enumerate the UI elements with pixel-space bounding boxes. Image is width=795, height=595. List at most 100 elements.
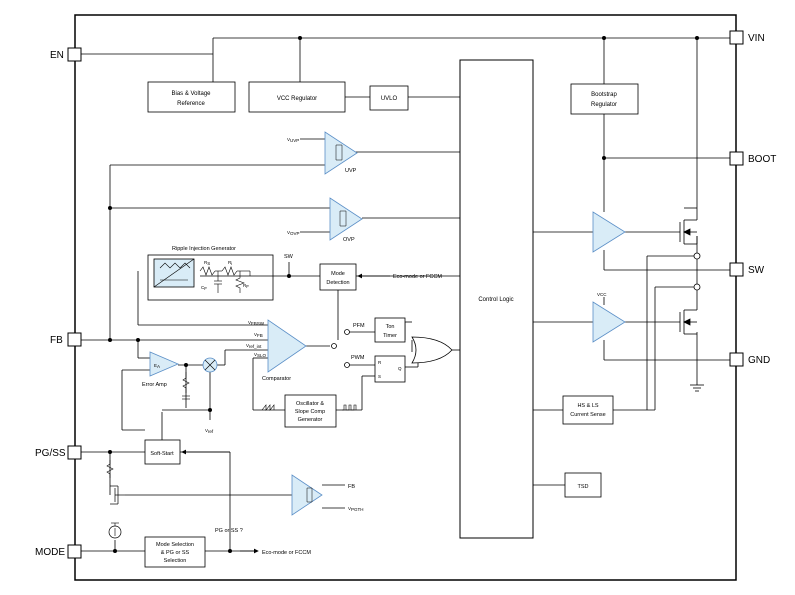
svg-text:OVP: OVP	[343, 237, 355, 243]
svg-text:R: R	[378, 360, 382, 365]
svg-text:Comparator: Comparator	[262, 376, 291, 382]
svg-text:RS: RS	[204, 260, 210, 266]
uvp-comparator: UVP VUVP	[287, 131, 358, 175]
svg-text:VFBSW: VFBSW	[248, 320, 265, 326]
bias-voltage-reference-block: Bias & Voltage Reference	[147, 81, 236, 113]
uvlo-block: UVLO	[369, 85, 409, 111]
error-amplifier: EA Error Amp	[142, 351, 180, 388]
eco-mode-top-label: Eco-mode or FCCM	[393, 274, 442, 280]
summing-node	[202, 357, 218, 373]
pin-boot: BOOT	[729, 151, 776, 166]
svg-text:Vref_int: Vref_int	[246, 343, 262, 349]
ripple-injection-generator: Ripple Injection Generator RS Ri CF RF	[147, 246, 274, 301]
svg-text:EA: EA	[154, 363, 160, 369]
svg-text:Error Amp: Error Amp	[142, 382, 167, 388]
svg-text:Slope Comp: Slope Comp	[295, 409, 325, 415]
svg-text:Soft-Start: Soft-Start	[150, 451, 174, 457]
pin-sw: SW	[729, 262, 765, 277]
svg-text:Bootstrap: Bootstrap	[591, 92, 617, 98]
v-ref-label: Vref	[205, 428, 214, 434]
control-logic-block: Control Logic	[459, 59, 534, 539]
mode-detection-block: Mode Detection	[319, 263, 357, 291]
pg-pullup-resistor	[106, 460, 114, 478]
svg-text:Reference: Reference	[177, 101, 205, 107]
svg-text:Generator: Generator	[298, 417, 323, 423]
svg-text:CF: CF	[201, 285, 207, 291]
svg-text:Bias & Voltage: Bias & Voltage	[171, 91, 211, 97]
pg-comparator: FB VPGTH	[291, 474, 364, 516]
ground-icon	[690, 384, 704, 392]
low-side-mosfet	[679, 306, 698, 335]
svg-text:TSD: TSD	[578, 484, 589, 490]
bootstrap-regulator-block: Bootstrap Regulator	[570, 83, 639, 115]
pwm-comparator: Comparator VFBSW VFB Vref_int VSLO	[246, 319, 307, 382]
junction-dots	[108, 36, 699, 553]
eco-mode-bottom-label: Eco-mode or FCCM	[262, 550, 311, 556]
pin-en: EN	[50, 47, 82, 62]
svg-text:VUVP: VUVP	[287, 137, 299, 143]
svg-text:VOVP: VOVP	[287, 230, 300, 236]
svg-text:Mode Selection: Mode Selection	[156, 542, 194, 548]
rs-latch: R S Q	[374, 355, 406, 383]
svg-text:VCC Regulator: VCC Regulator	[277, 96, 317, 102]
vcc-regulator-block: VCC Regulator	[248, 81, 346, 113]
arrows	[181, 273, 390, 554]
svg-text:& PG or SS: & PG or SS	[161, 550, 190, 556]
svg-text:RF: RF	[243, 283, 249, 289]
compensation-resistor	[182, 372, 190, 393]
pg-mosfet	[110, 485, 125, 505]
ton-timer-block: Ton Timer	[374, 317, 406, 343]
oscillator-block: Oscillator & Slope Comp Generator	[284, 394, 337, 428]
svg-text:Current Sense: Current Sense	[570, 412, 605, 418]
pin-boot-label: BOOT	[748, 154, 776, 165]
svg-text:FB: FB	[348, 484, 355, 490]
pin-gnd-label: GND	[748, 355, 770, 366]
sw-node-label: SW	[284, 254, 294, 260]
svg-text:Oscillator &: Oscillator &	[296, 401, 324, 407]
svg-text:Timer: Timer	[383, 333, 397, 339]
svg-text:Mode: Mode	[331, 271, 345, 277]
pin-vin-label: VIN	[748, 33, 765, 44]
pulse-icon	[342, 404, 357, 411]
svg-text:Regulator: Regulator	[591, 102, 617, 108]
svg-text:HS & LS: HS & LS	[577, 403, 598, 409]
or-gate	[411, 336, 453, 364]
soft-start-block: Soft-Start	[144, 439, 181, 465]
high-side-mosfet	[679, 207, 698, 245]
pin-fb-label: FB	[50, 335, 63, 346]
pin-sw-label: SW	[748, 265, 765, 276]
mode-selection-block: Mode Selection & PG or SS Selection	[144, 536, 206, 568]
svg-text:UVLO: UVLO	[381, 96, 398, 102]
svg-text:Ton: Ton	[386, 324, 395, 330]
svg-text:Q: Q	[398, 366, 402, 371]
pin-mode-label: MODE	[35, 547, 65, 558]
svg-text:VSLO: VSLO	[254, 352, 267, 358]
sawtooth-icon	[261, 404, 275, 411]
pin-fb: FB	[50, 332, 82, 347]
svg-text:Detection: Detection	[326, 280, 349, 286]
pin-mode: MODE	[35, 544, 82, 559]
svg-text:S: S	[378, 374, 381, 379]
current-source-icon	[108, 522, 122, 539]
pin-en-label: EN	[50, 50, 64, 61]
svg-text:VFB: VFB	[254, 332, 263, 338]
pin-vin: VIN	[729, 30, 765, 45]
svg-text:Ri: Ri	[228, 260, 232, 266]
pin-pg-ss-label: PG/SS	[35, 448, 66, 459]
pin-pg-ss: PG/SS	[35, 445, 82, 460]
low-side-driver: VCC	[592, 292, 626, 343]
high-side-driver	[592, 211, 626, 253]
tsd-block: TSD	[564, 472, 602, 498]
ovp-comparator: OVP VOVP	[287, 197, 363, 243]
svg-text:Ripple Injection Generator: Ripple Injection Generator	[172, 246, 236, 252]
chip-boundary	[74, 14, 737, 581]
compensation-capacitor	[182, 395, 190, 400]
pin-gnd: GND	[729, 352, 770, 367]
svg-text:Control Logic: Control Logic	[478, 297, 513, 303]
pfm-label: PFM	[353, 323, 365, 329]
pwm-label: PWM	[351, 355, 365, 361]
pg-or-ss-label: PG or SS ?	[215, 528, 243, 534]
hs-ls-current-sense-block: HS & LS Current Sense	[562, 395, 614, 425]
svg-text:VPGTH: VPGTH	[348, 506, 364, 512]
